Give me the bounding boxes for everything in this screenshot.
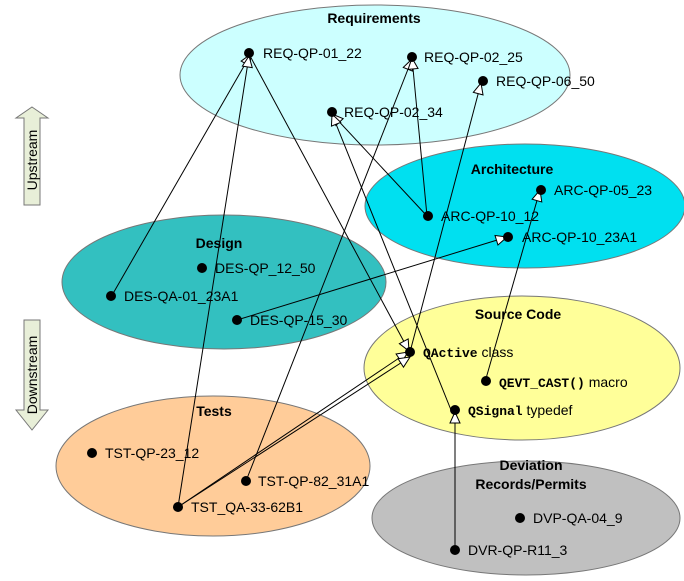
node-dot <box>478 76 488 86</box>
link-tst-33-to-qactive-b <box>177 356 412 508</box>
architecture-ellipse <box>364 143 684 269</box>
req-qp-06-50: REQ-QP-06_50 <box>496 73 595 89</box>
des-qa-01-23a1: DES-QA-01_23A1 <box>124 288 239 304</box>
node-dot <box>503 232 513 242</box>
arc-qp-10-12: ARC-QP-10_12 <box>441 208 539 224</box>
requirements-title: Requirements <box>327 10 421 26</box>
link-arc-10-12-to-req-02-25 <box>407 56 428 217</box>
node-dot <box>173 502 183 512</box>
node-dot <box>450 405 460 415</box>
tst-qp-82-31a1: TST-QP-82_31A1 <box>258 473 369 489</box>
des-qp-15-30: DES-QP-15_30 <box>250 312 347 328</box>
node-dot <box>87 448 97 458</box>
source-code-ellipse <box>363 295 681 441</box>
arc-qp-05-23: ARC-QP-05_23 <box>554 182 652 198</box>
req-qp-02-34: REQ-QP-02_34 <box>344 104 443 120</box>
dvp-qa-04-9: DVP-QA-04_9 <box>533 510 623 526</box>
qsignal-code: QSignal <box>468 404 523 419</box>
architecture-title: Architecture <box>471 161 554 177</box>
requirements-ellipse <box>179 4 571 146</box>
qsignal-typedef: QSignal typedef <box>468 402 573 419</box>
trace-links <box>110 52 543 550</box>
dvr-qp-r11-3: DVR-QP-R11_3 <box>468 542 568 558</box>
tests-items: TST-QP-23_12 TST-QP-82_31A1 TST_QA-33-62… <box>87 445 369 515</box>
source-code-items: QActive class QEVT_CAST() macro QSignal … <box>405 344 628 419</box>
link-des-15-30-to-arc-10-23a1 <box>236 234 509 321</box>
deviation-title-line2: Records/Permits <box>475 476 586 492</box>
qactive-code: QActive <box>423 346 478 361</box>
node-dot <box>407 52 417 62</box>
qevt-cast-macro: QEVT_CAST() macro <box>499 374 628 391</box>
tests-title: Tests <box>196 403 232 419</box>
design-title: Design <box>196 235 243 251</box>
link-des-qa-01-to-req-01 <box>110 52 252 298</box>
link-arc-10-12-to-req-02-34 <box>331 113 428 217</box>
link-tst-33-to-req-01 <box>177 54 253 508</box>
deviation-items: DVP-QA-04_9 DVR-QP-R11_3 <box>450 510 623 558</box>
req-qp-01-22: REQ-QP-01_22 <box>263 45 362 61</box>
link-qevt-to-arc-05-23 <box>484 188 543 383</box>
node-dot <box>423 211 433 221</box>
node-dot <box>106 291 116 301</box>
node-dot <box>450 545 460 555</box>
qevt-cast-desc: macro <box>585 374 628 390</box>
source-code-title: Source Code <box>475 306 562 322</box>
qevt-cast-code: QEVT_CAST() <box>499 376 585 391</box>
node-dot <box>232 315 242 325</box>
qactive-class: QActive class <box>423 344 513 361</box>
node-dot <box>536 185 546 195</box>
downstream-label: Downstream <box>24 336 40 415</box>
qactive-desc: class <box>478 344 514 360</box>
upstream-label: Upstream <box>24 130 40 191</box>
design-items: DES-QP_12_50 DES-QA-01_23A1 DES-QP-15_30 <box>106 260 347 328</box>
req-qp-02-25: REQ-QP-02_25 <box>424 49 523 65</box>
deviation-title-line1: Deviation <box>499 457 562 473</box>
node-dot <box>241 476 251 486</box>
node-dot <box>515 513 525 523</box>
node-dot <box>197 263 207 273</box>
tst-qp-23-12: TST-QP-23_12 <box>105 445 199 461</box>
deviation-ellipse <box>371 460 681 576</box>
upstream-arrow: Upstream <box>14 106 50 206</box>
qsignal-desc: typedef <box>523 402 573 418</box>
link-qactive-to-req-06-50 <box>409 81 484 353</box>
link-tst-33-to-qactive-a <box>177 351 410 508</box>
des-qp-12-50: DES-QP_12_50 <box>215 260 316 276</box>
node-dot <box>405 347 415 357</box>
link-tst-82-to-req-02-25 <box>245 57 414 482</box>
node-dot <box>481 376 491 386</box>
tst-qa-33-62b1: TST_QA-33-62B1 <box>191 499 303 515</box>
link-req-01-to-qactive <box>248 53 410 353</box>
link-qsignal-to-req-02-34 <box>330 112 452 411</box>
arc-qp-10-23a1: ARC-QP-10_23A1 <box>522 229 637 245</box>
architecture-items: ARC-QP-05_23 ARC-QP-10_12 ARC-QP-10_23A1 <box>423 182 652 245</box>
node-dot <box>244 48 254 58</box>
requirements-items: REQ-QP-01_22 REQ-QP-02_25 REQ-QP-06_50 R… <box>244 45 595 120</box>
node-dot <box>327 107 337 117</box>
downstream-arrow: Downstream <box>14 319 50 431</box>
